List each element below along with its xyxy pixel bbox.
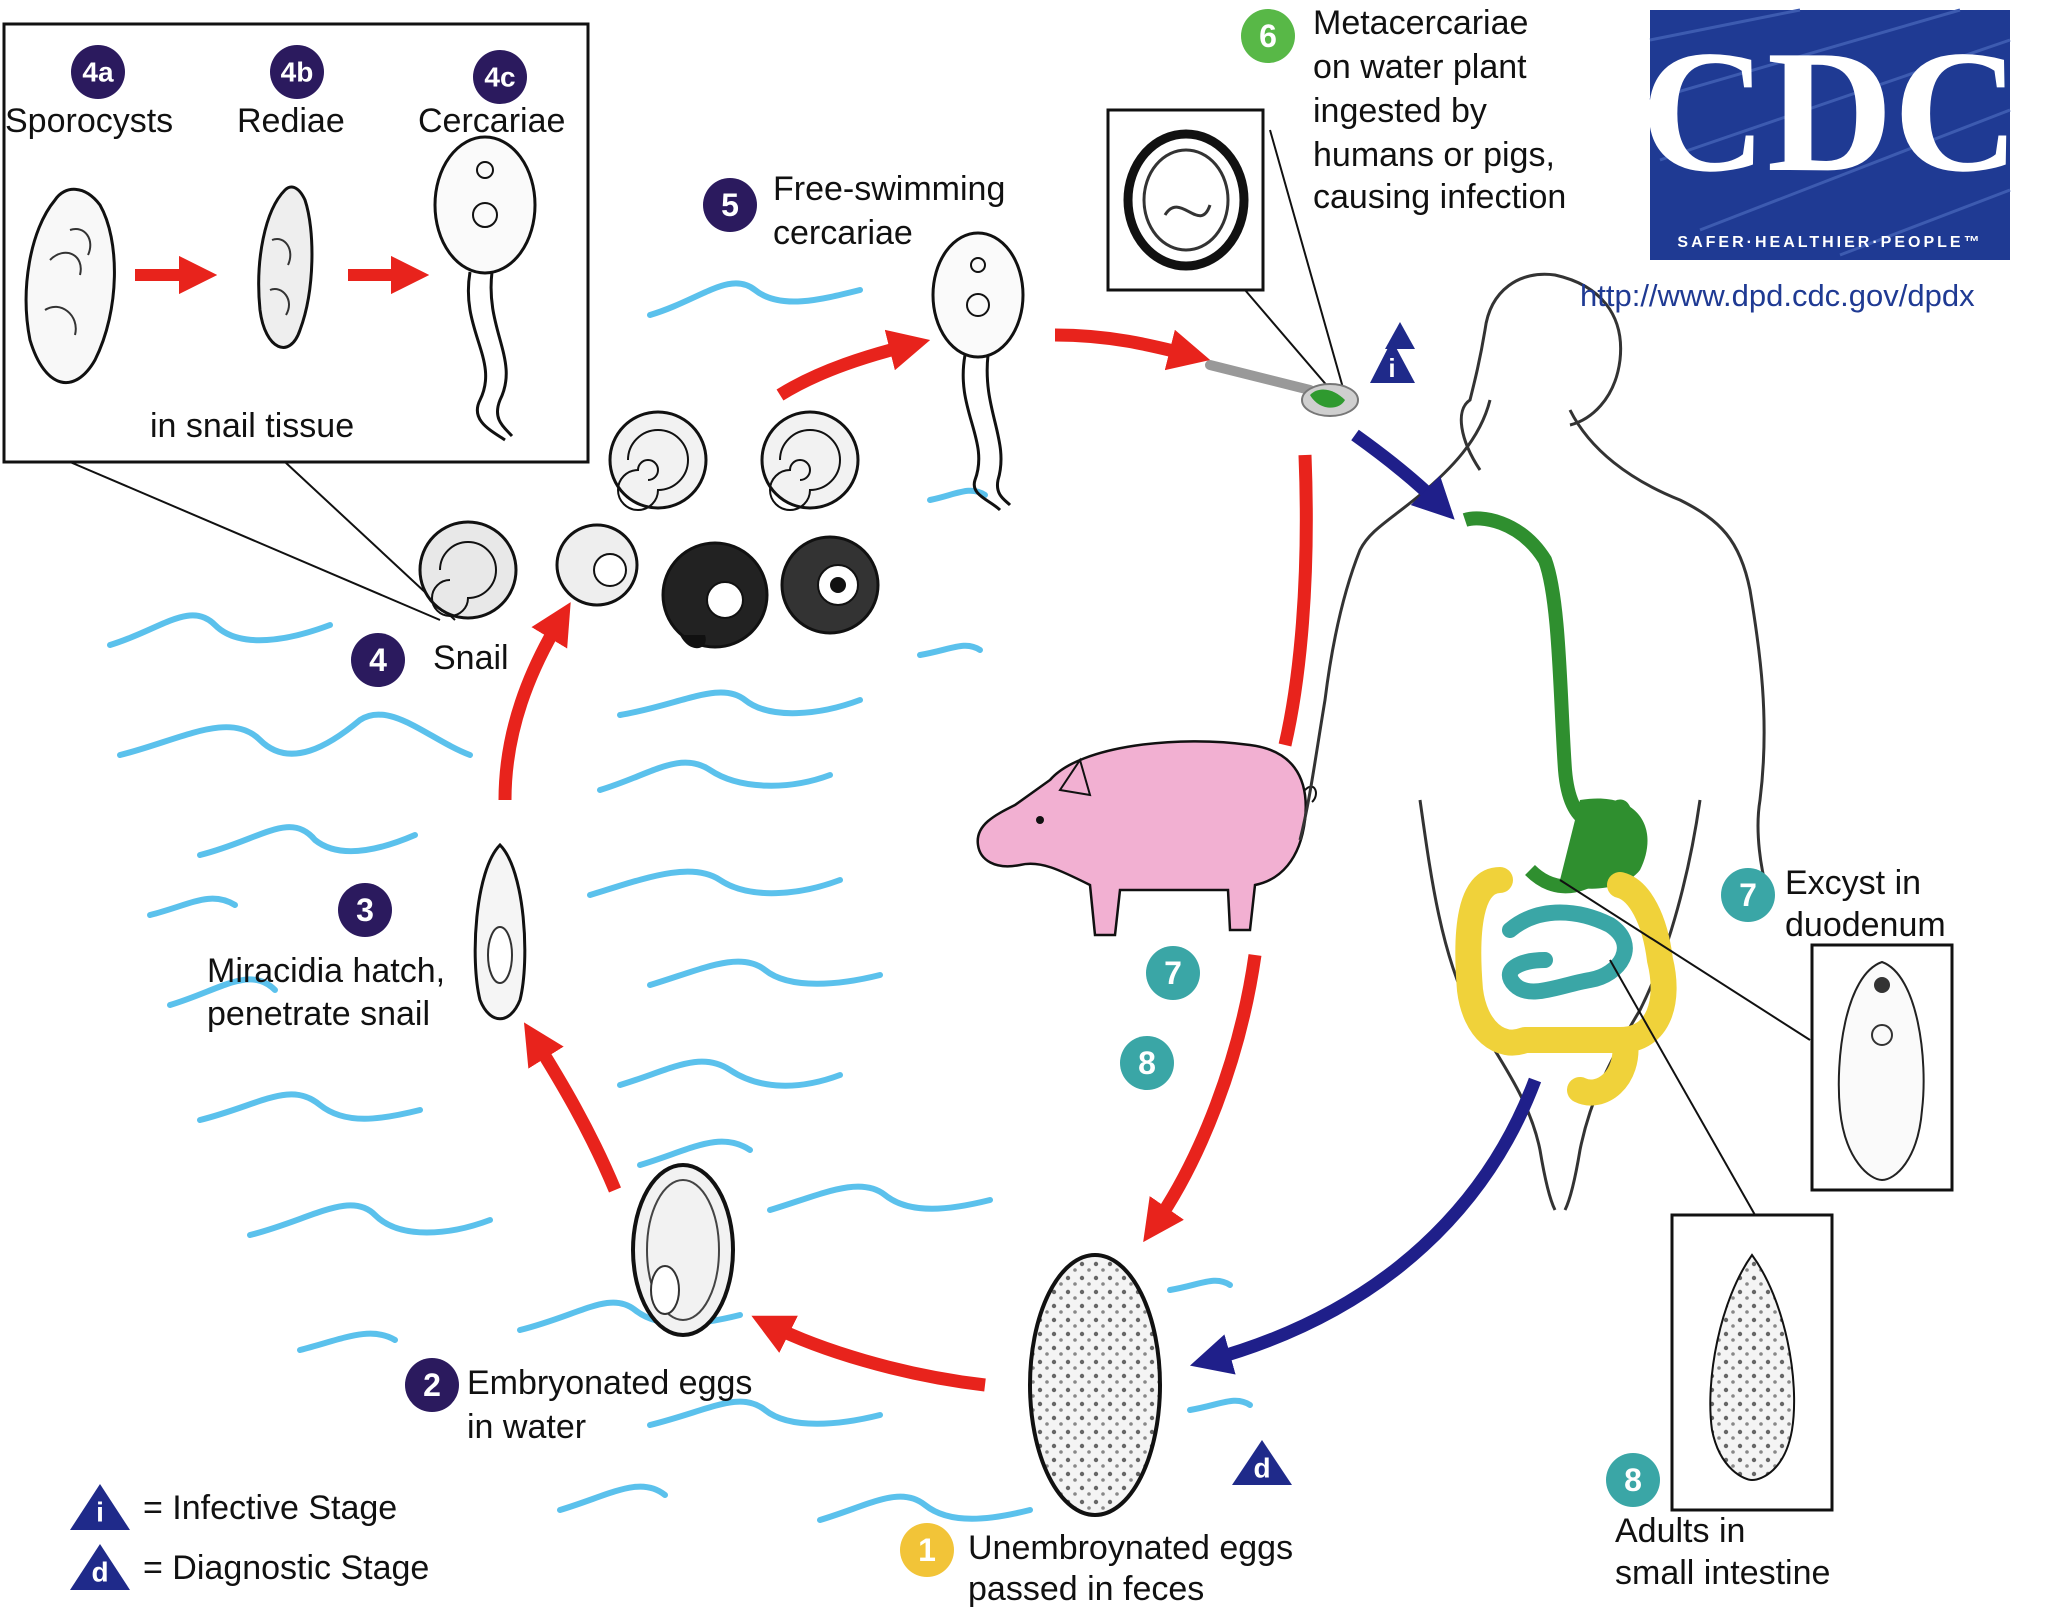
stage-markers: i d i d xyxy=(70,322,1415,1590)
host-arrows xyxy=(1189,429,1542,1375)
label-7-line1: Excyst in xyxy=(1785,864,1922,902)
embryonated-egg-illustration xyxy=(631,1163,735,1337)
metacercaria-inset xyxy=(1106,108,1346,396)
svg-text:4a: 4a xyxy=(82,57,114,88)
badge-8 xyxy=(1606,1453,1660,1507)
legend-infective-label: = Infective Stage xyxy=(143,1489,398,1527)
label-4a: Sporocysts xyxy=(5,102,174,140)
legend-diagnostic-triangle xyxy=(70,1544,130,1590)
excyst-inset xyxy=(1810,943,1954,1192)
snail-illustrations xyxy=(418,410,880,649)
label-4b: Rediae xyxy=(237,102,345,140)
label-3-line1: Miracidia hatch, xyxy=(207,952,446,990)
human-body-outline xyxy=(1298,272,1772,1211)
label-6-line1: Metacercariae xyxy=(1313,4,1529,42)
svg-text:8: 8 xyxy=(1624,1462,1642,1498)
badge-1 xyxy=(900,1523,954,1577)
badge-6 xyxy=(1241,9,1295,63)
digestive-tract xyxy=(1455,511,1811,1216)
cercaria-illustration xyxy=(433,135,537,442)
label-5-line1: Free-swimming xyxy=(773,170,1006,208)
inset-caption: in snail tissue xyxy=(150,407,355,445)
svg-text:7: 7 xyxy=(1739,877,1757,913)
adult-fluke-inset xyxy=(1670,1213,1834,1512)
svg-text:3: 3 xyxy=(356,892,374,928)
svg-text:8: 8 xyxy=(1138,1045,1156,1081)
svg-text:7: 7 xyxy=(1164,955,1182,991)
badge-4c xyxy=(473,50,527,104)
label-4c: Cercariae xyxy=(418,102,566,140)
label-2-line2: in water xyxy=(467,1408,587,1446)
label-5-line2: cercariae xyxy=(773,214,913,252)
svg-text:4b: 4b xyxy=(281,57,314,88)
badge-2 xyxy=(405,1358,459,1412)
badge-3 xyxy=(338,883,392,937)
legend-infective-triangle xyxy=(70,1484,130,1530)
cdc-logo-text: CDC xyxy=(1640,14,2019,208)
label-6-line2: on water plant xyxy=(1313,48,1527,86)
svg-text:d: d xyxy=(1253,1453,1270,1484)
label-4: Snail xyxy=(433,639,509,677)
label-7-line2: duodenum xyxy=(1785,906,1946,944)
badge-4b xyxy=(270,45,324,99)
label-2-line1: Embryonated eggs xyxy=(467,1364,753,1402)
svg-text:d: d xyxy=(91,1557,108,1588)
svg-text:4: 4 xyxy=(369,642,387,678)
label-8-line1: Adults in xyxy=(1615,1512,1746,1550)
stage-badges: 4a 4b 4c 5 6 4 3 2 1 7 8 7 8 xyxy=(71,9,1775,1577)
badge-8-pig xyxy=(1120,1036,1174,1090)
label-6-line3: ingested by xyxy=(1313,92,1487,130)
badge-7-pig xyxy=(1146,946,1200,1000)
label-1-line2: passed in feces xyxy=(968,1570,1205,1608)
badge-7 xyxy=(1721,868,1775,922)
legend-diagnostic-label: = Diagnostic Stage xyxy=(143,1549,430,1587)
svg-text:4c: 4c xyxy=(484,62,515,93)
badge-5 xyxy=(703,178,757,232)
badge-4 xyxy=(351,633,405,687)
svg-text:5: 5 xyxy=(721,187,739,223)
label-6-line5: causing infection xyxy=(1313,178,1567,216)
free-swimming-cercaria-illustration xyxy=(931,231,1025,512)
label-1-line1: Unembroynated eggs xyxy=(968,1529,1294,1567)
cdc-logo: CDC SAFER·HEALTHIER·PEOPLE™ xyxy=(1640,8,2020,260)
label-3-line2: penetrate snail xyxy=(207,995,431,1033)
life-cycle-arrows xyxy=(498,328,1313,1392)
label-8-line2: small intestine xyxy=(1615,1554,1831,1592)
label-6-line4: humans or pigs, xyxy=(1313,136,1555,174)
svg-text:i: i xyxy=(1388,353,1395,383)
svg-text:2: 2 xyxy=(423,1367,441,1403)
rediae-illustration xyxy=(257,185,314,349)
unembryonated-egg-illustration xyxy=(1028,1253,1162,1517)
diagnostic-stage-marker xyxy=(1232,1440,1292,1485)
sporocyst-illustration xyxy=(24,187,116,385)
cdc-url: http://www.dpd.cdc.gov/dpdx xyxy=(1580,278,1975,313)
svg-text:i: i xyxy=(96,1497,104,1528)
spoon-with-water-plant xyxy=(1205,360,1359,417)
miracidium-illustration xyxy=(473,842,527,1021)
svg-text:6: 6 xyxy=(1259,18,1277,54)
pig-illustration xyxy=(976,740,1317,937)
badge-4a xyxy=(71,45,125,99)
cdc-tagline: SAFER·HEALTHIER·PEOPLE™ xyxy=(1677,234,1982,251)
svg-text:1: 1 xyxy=(918,1532,936,1568)
